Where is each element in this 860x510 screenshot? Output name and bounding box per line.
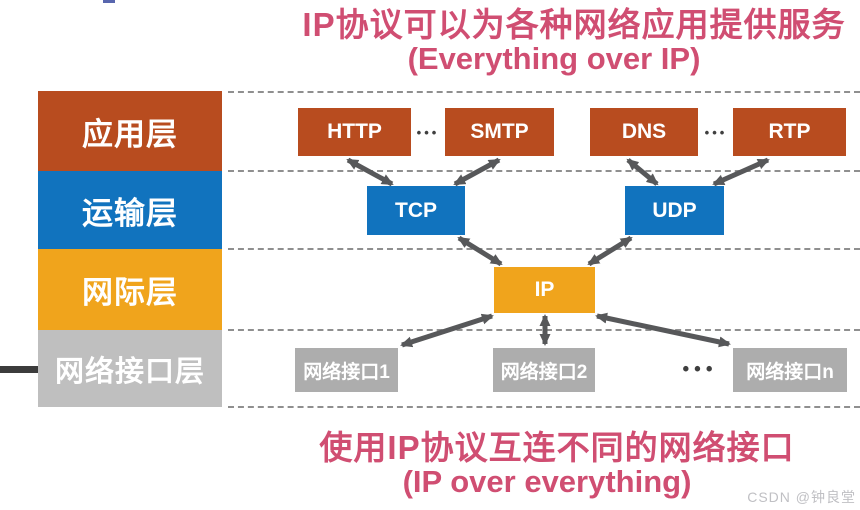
interface-box-2: 网络接口2 — [493, 348, 595, 392]
protocol-box-rtp: RTP — [733, 108, 846, 156]
screen-artifact — [103, 0, 115, 3]
layer-application: 应用层 — [38, 91, 222, 171]
ellipsis-interfaces: ••• — [682, 359, 718, 380]
arrow-udp-ip — [587, 235, 633, 267]
protocol-box-udp: UDP — [625, 186, 724, 235]
arrow-tcp-ip — [457, 235, 503, 267]
protocol-box-http: HTTP — [298, 108, 411, 156]
protocol-box-ip: IP — [494, 267, 595, 313]
protocol-tcp-label: TCP — [395, 198, 437, 222]
layer-boundary-dashed-line — [228, 406, 860, 408]
layer-boundary-dashed-line — [228, 248, 860, 250]
interface-2-label: 网络接口2 — [500, 361, 588, 383]
arrow-dns-udp — [626, 158, 659, 186]
arrow-http-tcp — [346, 157, 394, 187]
layer-transport-label: 运输层 — [82, 195, 178, 231]
interface-1-label: 网络接口1 — [303, 361, 390, 383]
interface-n-label: 网络接口n — [746, 361, 834, 383]
protocol-box-smtp: SMTP — [445, 108, 554, 156]
layer-transport: 运输层 — [38, 171, 222, 249]
protocol-udp-label: UDP — [652, 198, 697, 222]
csdn-watermark: CSDN @钟良堂 — [747, 489, 856, 505]
layer-internet-label: 网际层 — [82, 275, 178, 310]
top-title-chinese: IP协议可以为各种网络应用提供服务 — [302, 6, 846, 43]
protocol-box-tcp: TCP — [367, 186, 465, 235]
layer-network-interface-label: 网络接口层 — [54, 355, 205, 388]
bottom-title-chinese: 使用IP协议互连不同的网络接口 — [319, 429, 795, 466]
protocol-ip-label: IP — [534, 278, 555, 301]
arrow-smtp-tcp — [453, 157, 501, 187]
interface-box-n: 网络接口n — [733, 348, 847, 392]
physical-link-line — [0, 366, 38, 373]
bottom-title-english: (IP over everything) — [402, 464, 692, 499]
protocol-smtp-label: SMTP — [470, 120, 529, 143]
protocol-box-dns: DNS — [590, 108, 698, 156]
layer-boundary-dashed-line — [228, 91, 860, 93]
ellipsis-app-protocols-2: ••• — [704, 124, 728, 140]
protocol-http-label: HTTP — [327, 120, 382, 143]
top-title-english: (Everything over IP) — [407, 41, 701, 76]
protocol-dns-label: DNS — [621, 120, 667, 143]
protocol-rtp-label: RTP — [768, 120, 811, 143]
arrow-rtp-udp — [712, 157, 770, 187]
layer-network-interface: 网络接口层 — [38, 330, 222, 407]
layer-boundary-dashed-line — [228, 329, 860, 331]
layer-application-label: 应用层 — [82, 116, 178, 152]
layer-internet: 网际层 — [38, 249, 222, 330]
ellipsis-app-protocols-1: ••• — [416, 124, 440, 140]
interface-box-1: 网络接口1 — [295, 348, 398, 392]
layer-boundary-dashed-line — [228, 170, 860, 172]
